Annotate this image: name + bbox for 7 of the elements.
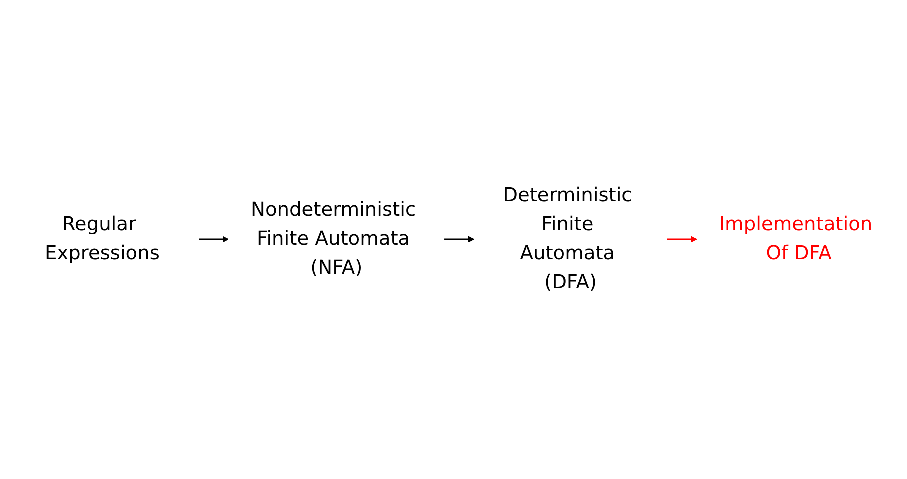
node-text: Regular Expressions (45, 214, 160, 265)
arrow (667, 236, 698, 243)
node-text: Implementation Of DFA (719, 214, 873, 265)
arrow (444, 236, 475, 243)
arrow (199, 236, 230, 243)
node-text: Nondeterministic Finite Automata (NFA) (251, 199, 416, 280)
node-text: Deterministic Finite Automata (DFA) (503, 184, 632, 294)
